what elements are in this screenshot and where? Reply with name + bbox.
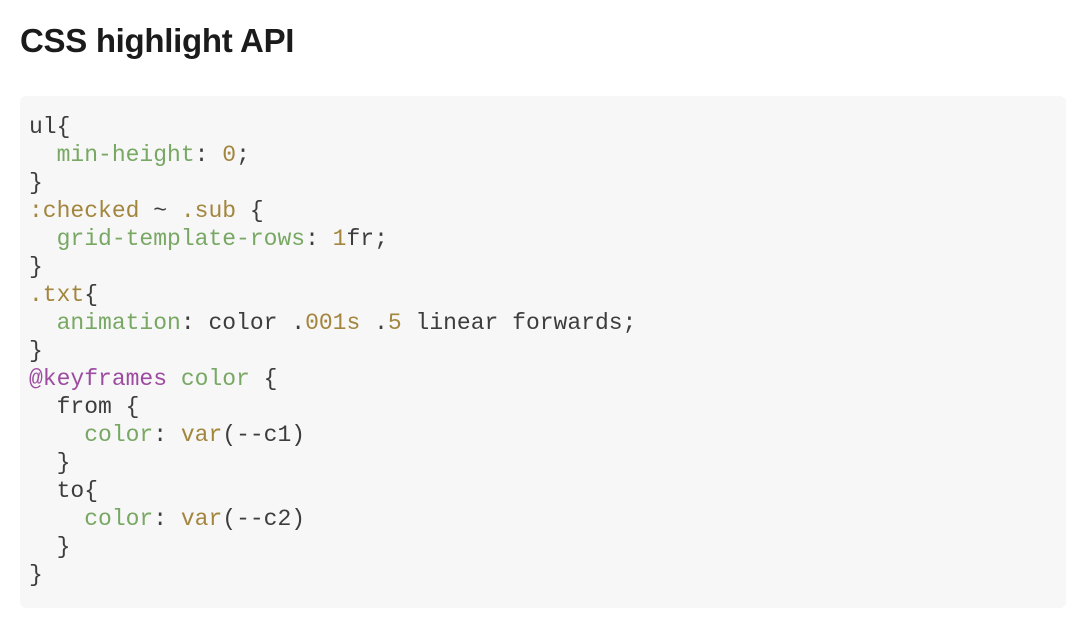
code-line: } (29, 170, 43, 196)
code-line: :checked ~ .sub { (29, 198, 264, 224)
code-line: } (29, 450, 71, 476)
code-line: } (29, 254, 43, 280)
code-content: ul{ min-height: 0;}:checked ~ .sub { gri… (29, 113, 1054, 589)
code-line: from { (29, 394, 140, 420)
code-line: } (29, 562, 43, 588)
code-line: color: var(--c2) (84, 506, 306, 532)
code-line: ul{ (29, 114, 71, 140)
page-title: CSS highlight API (20, 22, 295, 59)
code-line: @keyframes color { (29, 366, 278, 392)
code-line: } (29, 534, 71, 560)
code-line: min-height: 0; (56, 142, 250, 168)
code-line: to{ (29, 478, 99, 504)
code-line: animation: color .001s .5 linear forward… (56, 310, 637, 336)
code-line: } (29, 338, 43, 364)
code-block: ul{ min-height: 0;}:checked ~ .sub { gri… (20, 96, 1066, 608)
code-line: grid-template-rows: 1fr; (56, 226, 388, 252)
code-line: color: var(--c1) (84, 422, 306, 448)
code-line: .txt{ (29, 282, 99, 308)
